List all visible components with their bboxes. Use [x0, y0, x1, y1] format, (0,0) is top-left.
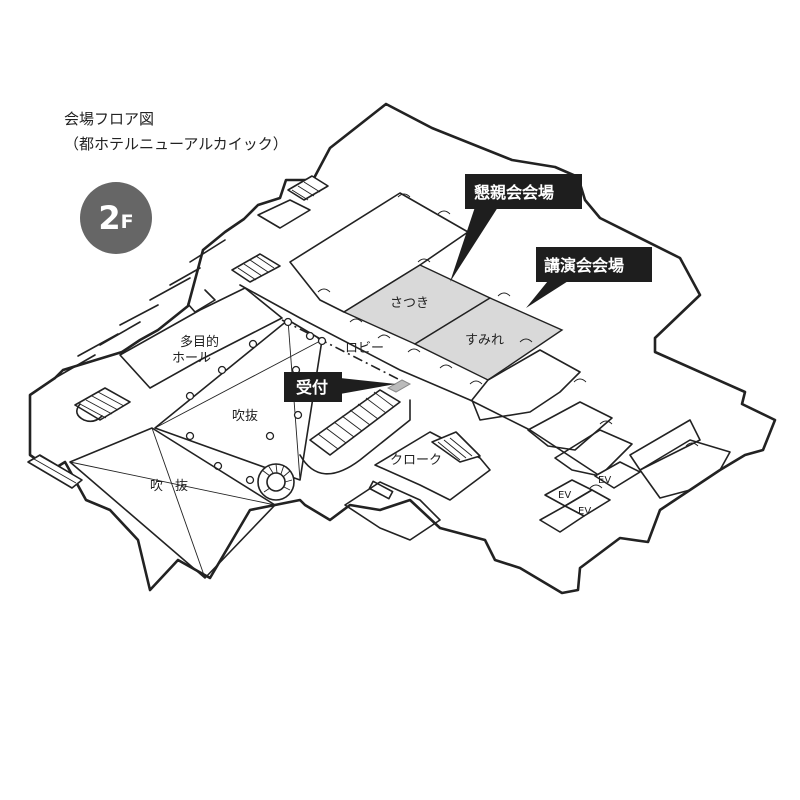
- top-stairs: [287, 175, 329, 201]
- label-satsuki: さつき: [390, 296, 429, 311]
- floor-number: 2: [98, 199, 121, 237]
- left-staircase-bottom: [74, 387, 131, 423]
- label-ev-3: EV: [578, 506, 591, 517]
- spiral-staircase: [257, 463, 295, 501]
- main-staircase: [299, 389, 411, 475]
- meeting-room-1: [527, 401, 613, 451]
- left-staircase-edge: [27, 454, 83, 489]
- callout-uketsuke-text: 受付: [296, 378, 328, 397]
- label-lobby: ロビー: [345, 341, 384, 356]
- callout-koen-text: 講演会会場: [544, 256, 624, 275]
- label-sumire: すみれ: [465, 333, 504, 348]
- label-ev-2: EV: [558, 490, 571, 501]
- service-room: [344, 481, 441, 541]
- lobby-corridor: [239, 284, 601, 477]
- left-wing-partitions: [54, 199, 311, 379]
- label-atrium-left-b: 抜: [175, 478, 188, 494]
- map-title-block: 会場フロア図 （都ホテルニューアルカイック）: [64, 107, 288, 157]
- callout-uketsuke: 受付: [284, 372, 396, 402]
- callout-konshin-text: 懇親会会場: [474, 183, 554, 202]
- conference-walls: [471, 349, 581, 421]
- atrium-left: [69, 427, 276, 579]
- floor-suffix: F: [120, 211, 134, 233]
- reception-counter: [386, 379, 412, 393]
- map-title: 会場フロア図: [64, 110, 155, 128]
- lobby-dashed-line: [281, 319, 401, 381]
- callout-koen: 講演会会場: [526, 247, 652, 308]
- label-atrium-left-a: 吹: [150, 479, 163, 494]
- counter: [368, 480, 394, 500]
- meeting-room-3: [639, 439, 731, 499]
- label-hall-line2: ホール: [172, 351, 211, 366]
- multipurpose-hall: [119, 287, 283, 389]
- label-hall-line1: 多目的: [180, 334, 219, 350]
- building-outline: [28, 102, 777, 595]
- upper-left-stairs: [231, 253, 281, 283]
- floor-badge: 2 F: [80, 182, 152, 254]
- callout-konshin: 懇親会会場: [450, 174, 582, 282]
- elevator-block: [539, 461, 641, 533]
- label-ev-1: EV: [598, 475, 611, 486]
- door-arcs: [317, 193, 699, 489]
- meeting-room-2: [554, 429, 633, 477]
- label-cloak: クローク: [390, 453, 442, 468]
- room-sumire: [413, 297, 564, 381]
- venue-name: （都ホテルニューアルカイック）: [64, 135, 288, 153]
- cloak-room: [374, 431, 491, 501]
- label-atrium-center: 吹抜: [232, 408, 258, 424]
- meeting-room-4: [629, 419, 701, 471]
- cloak-stairs: [431, 431, 481, 463]
